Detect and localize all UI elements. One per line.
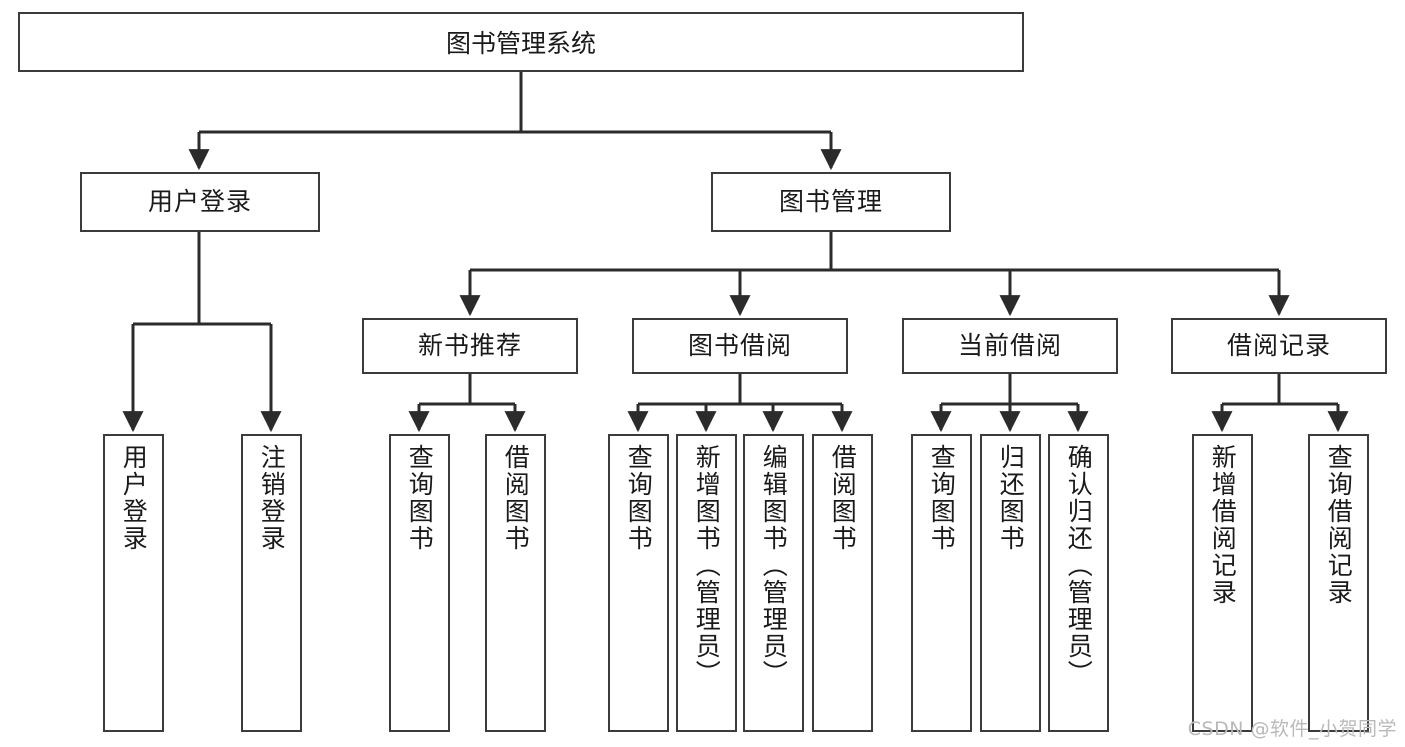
node-current-borrow[interactable]: 当前借阅 — [902, 318, 1118, 374]
leaf-query-book-2[interactable]: 查询图书 — [608, 434, 669, 732]
leaf-borrow-book-1[interactable]: 借阅图书 — [485, 434, 546, 732]
leaf-confirm-return-label: 确认归还（管理员） — [1064, 444, 1094, 687]
leaf-user-login[interactable]: 用户登录 — [103, 434, 164, 732]
leaf-add-record-label: 新增借阅记录 — [1208, 444, 1238, 606]
leaf-query-book-1-label: 查询图书 — [405, 444, 435, 552]
leaf-confirm-return[interactable]: 确认归还（管理员） — [1048, 434, 1109, 732]
leaf-add-book-label: 新增图书（管理员） — [692, 444, 722, 687]
leaf-query-book-1[interactable]: 查询图书 — [389, 434, 450, 732]
leaf-add-record[interactable]: 新增借阅记录 — [1192, 434, 1253, 732]
node-user-login-label: 用户登录 — [147, 186, 252, 216]
node-book-borrow[interactable]: 图书借阅 — [632, 318, 848, 374]
node-borrow-record-label: 借阅记录 — [1226, 330, 1331, 360]
leaf-query-record[interactable]: 查询借阅记录 — [1308, 434, 1369, 732]
leaf-user-logout[interactable]: 注销登录 — [241, 434, 302, 732]
node-user-login[interactable]: 用户登录 — [80, 172, 320, 232]
leaf-user-login-label: 用户登录 — [119, 444, 149, 552]
leaf-edit-book-label: 编辑图书（管理员） — [759, 444, 789, 687]
node-new-book-recommend[interactable]: 新书推荐 — [362, 318, 578, 374]
node-book-manage[interactable]: 图书管理 — [711, 172, 951, 232]
leaf-borrow-book-1-label: 借阅图书 — [501, 444, 531, 552]
node-borrow-record[interactable]: 借阅记录 — [1171, 318, 1387, 374]
node-book-manage-label: 图书管理 — [778, 186, 883, 216]
leaf-user-logout-label: 注销登录 — [257, 444, 287, 552]
csdn-watermark: CSDN @软件_小贺同学 — [1187, 718, 1397, 740]
node-current-borrow-label: 当前借阅 — [957, 330, 1062, 360]
leaf-edit-book[interactable]: 编辑图书（管理员） — [743, 434, 804, 732]
leaf-borrow-book-2[interactable]: 借阅图书 — [812, 434, 873, 732]
node-new-book-recommend-label: 新书推荐 — [417, 330, 522, 360]
leaf-query-record-label: 查询借阅记录 — [1324, 444, 1354, 606]
leaf-return-book[interactable]: 归还图书 — [980, 434, 1041, 732]
node-book-borrow-label: 图书借阅 — [687, 330, 792, 360]
leaf-query-book-2-label: 查询图书 — [624, 444, 654, 552]
leaf-borrow-book-2-label: 借阅图书 — [828, 444, 858, 552]
leaf-add-book[interactable]: 新增图书（管理员） — [676, 434, 737, 732]
node-root[interactable]: 图书管理系统 — [18, 12, 1024, 72]
leaf-query-book-3-label: 查询图书 — [927, 444, 957, 552]
leaf-return-book-label: 归还图书 — [996, 444, 1026, 552]
leaf-query-book-3[interactable]: 查询图书 — [911, 434, 972, 732]
node-root-label: 图书管理系统 — [445, 29, 596, 58]
